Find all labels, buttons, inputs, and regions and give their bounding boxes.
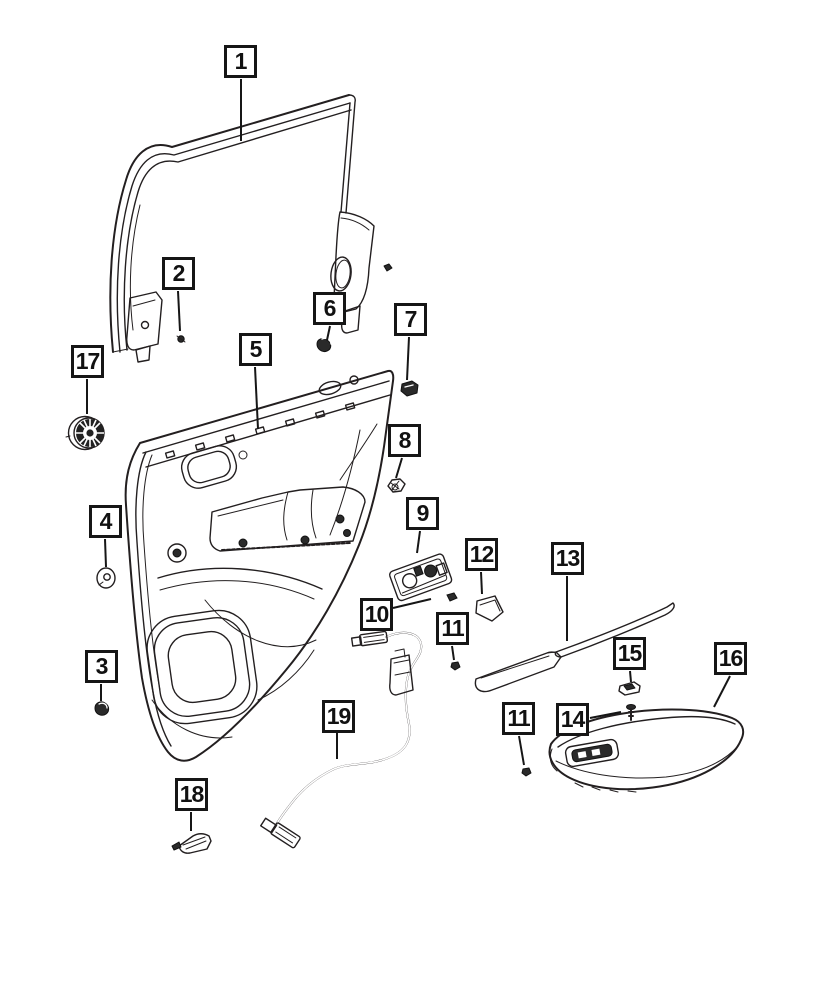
door-trim-panel (124, 369, 395, 762)
callout-box-14: 14 (556, 703, 589, 736)
leader-line-4 (104, 538, 107, 568)
callout-box-5: 5 (239, 333, 272, 366)
callout-box-15: 15 (613, 637, 646, 670)
callout-box-13: 13 (551, 542, 584, 575)
callout-box-12: 12 (465, 538, 498, 571)
armrest-strip (474, 602, 675, 693)
latch-cable-and-harness (260, 630, 423, 849)
leader-line-12 (480, 571, 483, 595)
callout-box-17: 17 (71, 345, 104, 378)
switch-bezel-plate (388, 553, 453, 602)
leader-line-11 (451, 645, 455, 661)
callout-box-6: 6 (313, 292, 346, 325)
callout-box-1: 1 (224, 45, 257, 78)
leader-line-2 (177, 290, 181, 332)
fasteners (94, 335, 641, 777)
leader-line-15 (629, 670, 632, 683)
callout-box-11-13: 11 (502, 702, 535, 735)
leader-line-11 (518, 735, 525, 766)
callout-box-16: 16 (714, 642, 747, 675)
callout-box-19: 19 (322, 700, 355, 733)
callout-box-4: 4 (89, 505, 122, 538)
speaker-grille (65, 415, 105, 451)
callout-box-3: 3 (85, 650, 118, 683)
leader-line-9 (416, 530, 421, 554)
callout-box-2: 2 (162, 257, 195, 290)
leader-lines (86, 79, 731, 831)
callout-box-9: 9 (406, 497, 439, 530)
leader-line-6 (326, 325, 331, 341)
callout-box-11-10: 11 (436, 612, 469, 645)
leader-line-7 (406, 336, 410, 381)
leader-line-8 (395, 457, 403, 479)
courtesy-lamp (171, 833, 212, 854)
leader-line-16 (713, 675, 731, 708)
callout-box-18: 18 (175, 778, 208, 811)
small-clip (446, 592, 458, 602)
leader-line-5 (254, 366, 259, 430)
leader-line-10 (392, 598, 432, 609)
window-frame-weatherstrip (109, 94, 393, 363)
callout-box-7: 7 (394, 303, 427, 336)
trim-wedge (475, 595, 504, 622)
callout-box-10: 10 (360, 598, 393, 631)
callout-box-8: 8 (388, 424, 421, 457)
leader-line-14 (589, 711, 622, 719)
